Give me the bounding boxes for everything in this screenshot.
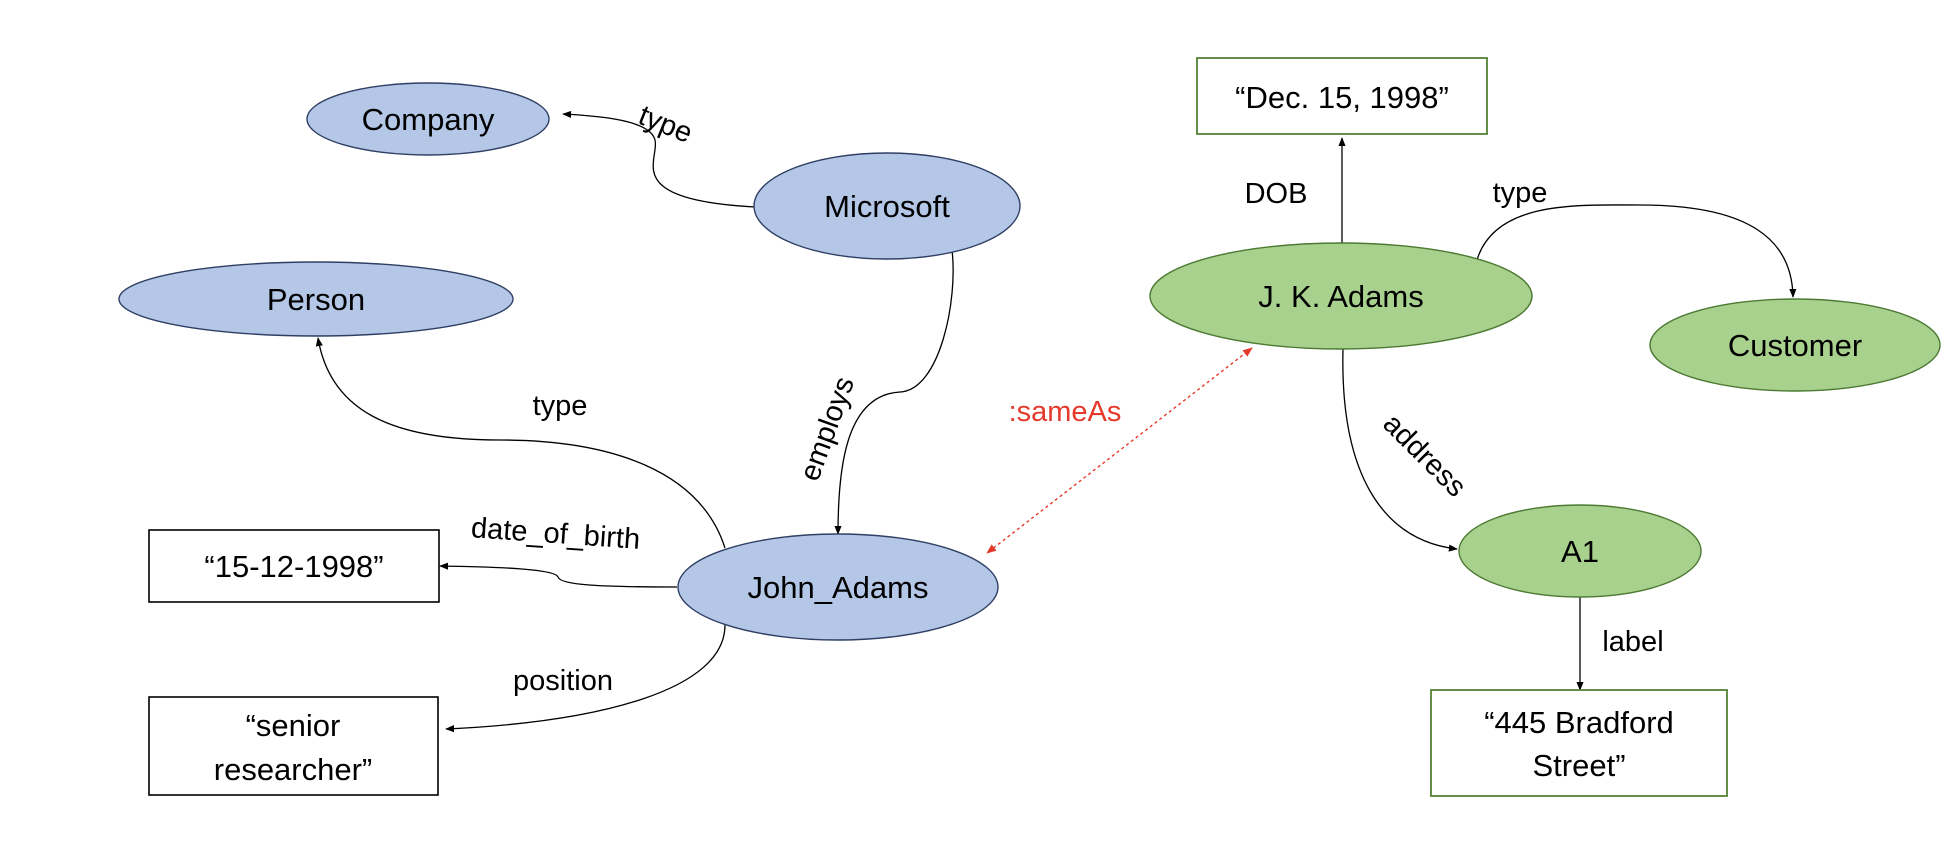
literal-dob[interactable]: “Dec. 15, 1998” xyxy=(1196,57,1488,135)
edge-john-type xyxy=(315,337,726,549)
node-john-adams-label: John_Adams xyxy=(748,570,929,605)
literal-date-of-birth[interactable]: “15-12-1998” xyxy=(148,529,440,603)
edge-date-of-birth xyxy=(439,562,678,588)
literal-position-line2: researcher” xyxy=(214,752,373,787)
edge-label-label: label xyxy=(1602,626,1663,658)
edge-microsoft-type xyxy=(562,110,756,208)
node-jk-adams[interactable]: J. K. Adams xyxy=(1149,242,1533,350)
literal-dob-text: “Dec. 15, 1998” xyxy=(1235,80,1449,115)
edge-label-address: address xyxy=(1377,408,1473,504)
edge-label-jk-type: type xyxy=(1493,177,1548,209)
edge-address xyxy=(1342,348,1458,552)
edge-position xyxy=(445,624,726,733)
node-a1-label: A1 xyxy=(1561,534,1599,569)
node-company-label: Company xyxy=(362,102,495,137)
literal-address-line2: Street” xyxy=(1532,748,1625,783)
literal-position[interactable]: “senior researcher” xyxy=(148,696,439,796)
literal-address-line1: “445 Bradford xyxy=(1484,705,1674,740)
edge-label-microsoft-type: type xyxy=(634,100,697,150)
node-customer[interactable]: Customer xyxy=(1649,298,1941,392)
node-company[interactable]: Company xyxy=(306,82,550,156)
edge-same-as xyxy=(986,347,1253,554)
edge-label-dob: DOB xyxy=(1245,178,1308,210)
edge-label-employs: employs xyxy=(794,373,861,485)
edge-label-date-of-birth: date_of_birth xyxy=(470,512,641,556)
literal-address[interactable]: “445 Bradford Street” xyxy=(1430,689,1728,797)
node-jk-adams-label: J. K. Adams xyxy=(1258,279,1423,314)
edge-label-same-as: :sameAs xyxy=(1009,396,1122,428)
literal-position-line1: “senior xyxy=(246,708,341,743)
edge-label-position: position xyxy=(513,665,613,697)
node-customer-label: Customer xyxy=(1728,328,1862,363)
node-a1[interactable]: A1 xyxy=(1458,504,1702,598)
edge-jk-type xyxy=(1476,204,1797,298)
edge-employs xyxy=(834,249,954,535)
node-john-adams[interactable]: John_Adams xyxy=(677,533,999,641)
node-microsoft[interactable]: Microsoft xyxy=(753,152,1021,260)
node-person[interactable]: Person xyxy=(118,261,514,337)
node-microsoft-label: Microsoft xyxy=(824,189,950,224)
edge-label-john-type: type xyxy=(533,390,588,422)
node-person-label: Person xyxy=(267,282,365,317)
literal-date-of-birth-text: “15-12-1998” xyxy=(204,549,383,584)
